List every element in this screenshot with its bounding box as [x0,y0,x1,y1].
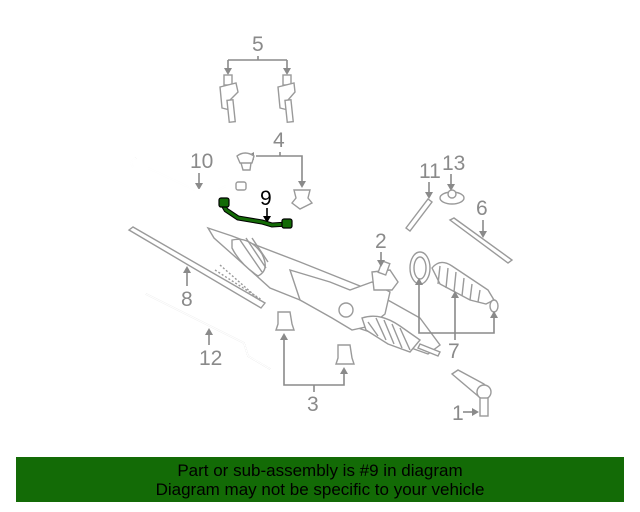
callout-1: 1 [452,402,464,425]
callout-13: 13 [442,152,465,175]
part-12-group: 12 [145,293,271,370]
callout-11: 11 [419,160,441,183]
parts-diagram: 5 4 10 9 [127,33,514,425]
callout-2: 2 [375,230,387,253]
part-11-13-group: 11 13 [405,152,465,232]
callout-7: 7 [448,340,460,363]
callout-10: 10 [190,150,213,173]
callout-6: 6 [476,197,488,220]
callout-9: 9 [260,187,272,210]
part-7-group: 7 [409,251,499,363]
part-5b [277,74,296,124]
part-5a [219,74,239,124]
part-10-group: 10 [130,150,247,191]
part-9-highlighted[interactable]: 9 [218,187,293,229]
banner-line-1: Part or sub-assembly is #9 in diagram [177,461,463,480]
callout-12: 12 [199,347,222,370]
part-3-group: 3 [275,311,355,416]
callout-5: 5 [252,33,264,56]
steering-rack-assembly: 2 [206,226,441,357]
part-info-banner: Part or sub-assembly is #9 in diagram Di… [16,457,624,502]
part-1-group: 1 [450,369,492,425]
callout-8: 8 [181,288,193,311]
part-5-group: 5 [219,33,296,124]
banner-line-2: Diagram may not be specific to your vehi… [155,480,485,499]
part-6-group: 6 [448,197,514,264]
callout-3: 3 [307,393,319,416]
callout-4: 4 [273,129,285,152]
part-4-group: 4 [236,129,314,210]
part-8-group: 8 [127,226,267,311]
